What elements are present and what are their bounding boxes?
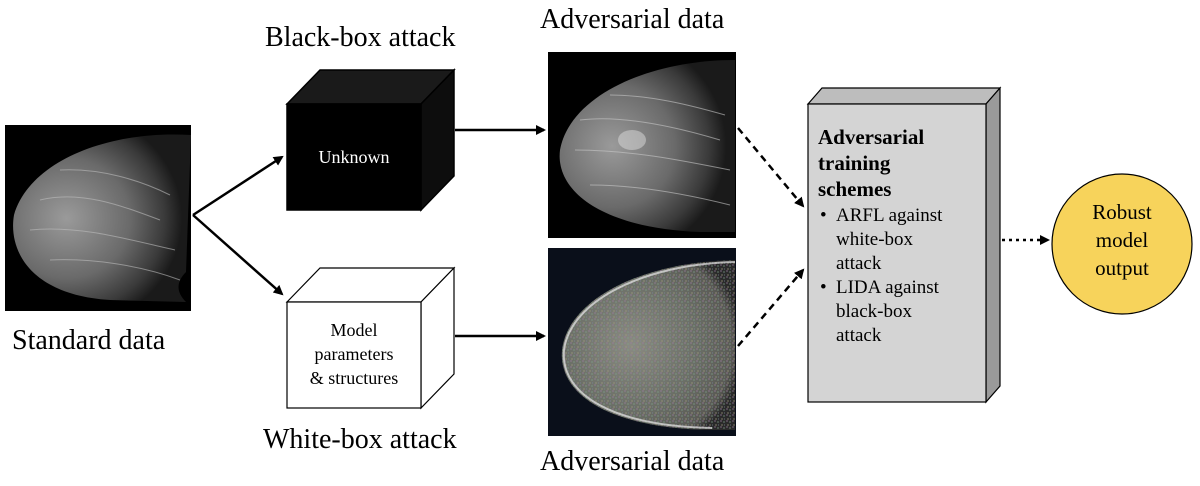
output-line: output (1095, 256, 1149, 280)
dashed-arrow-bottom-to-training (737, 268, 805, 347)
training-bullet-list: ARFL against white-box attack LIDA again… (818, 204, 986, 348)
bullet-line: attack (836, 325, 882, 346)
training-schemes-text: Adversarial training schemes ARFL agains… (818, 124, 986, 348)
bullet-line: black-box (836, 301, 912, 322)
standard-data-label: Standard data (12, 325, 166, 356)
training-title-line: Adversarial (818, 125, 925, 149)
adversarial-mammogram-top (548, 52, 736, 238)
white-box-line: parameters (314, 344, 394, 364)
bullet-line: ARFL against (836, 205, 943, 226)
black-box-cube (285, 68, 456, 212)
adversarial-mammogram-bottom (548, 248, 736, 436)
white-box-attack-label: White-box attack (263, 424, 457, 455)
adversarial-data-top-label: Adversarial data (540, 4, 725, 35)
adversarial-data-bottom-label: Adversarial data (540, 446, 725, 477)
bullet-line: LIDA against (836, 277, 939, 298)
output-line: Robust (1092, 200, 1152, 224)
training-title-line: training (818, 151, 891, 175)
training-bullet-arfl: ARFL against white-box attack (820, 204, 986, 276)
robust-output-circle (1051, 173, 1193, 315)
arrow-standard-to-blackbox (192, 155, 284, 217)
black-box-unknown-text: Unknown (318, 147, 390, 167)
standard-mammogram-image (5, 125, 191, 311)
output-line: model (1095, 228, 1149, 252)
training-title-line: schemes (818, 177, 892, 201)
bullet-line: attack (836, 253, 882, 274)
dashed-arrow-top-to-training (737, 127, 805, 208)
white-box-model-text: Model parameters & structures (287, 318, 421, 390)
white-box-line: Model (330, 320, 378, 340)
bullet-line: white-box (836, 229, 914, 250)
arrow-standard-to-whitebox (192, 214, 284, 296)
white-box-cube (285, 266, 456, 410)
training-bullet-lida: LIDA against black-box attack (820, 276, 986, 348)
white-box-line: & structures (309, 368, 399, 388)
robust-output-text: Robust model output (1050, 198, 1194, 282)
black-box-attack-label: Black-box attack (265, 22, 456, 53)
